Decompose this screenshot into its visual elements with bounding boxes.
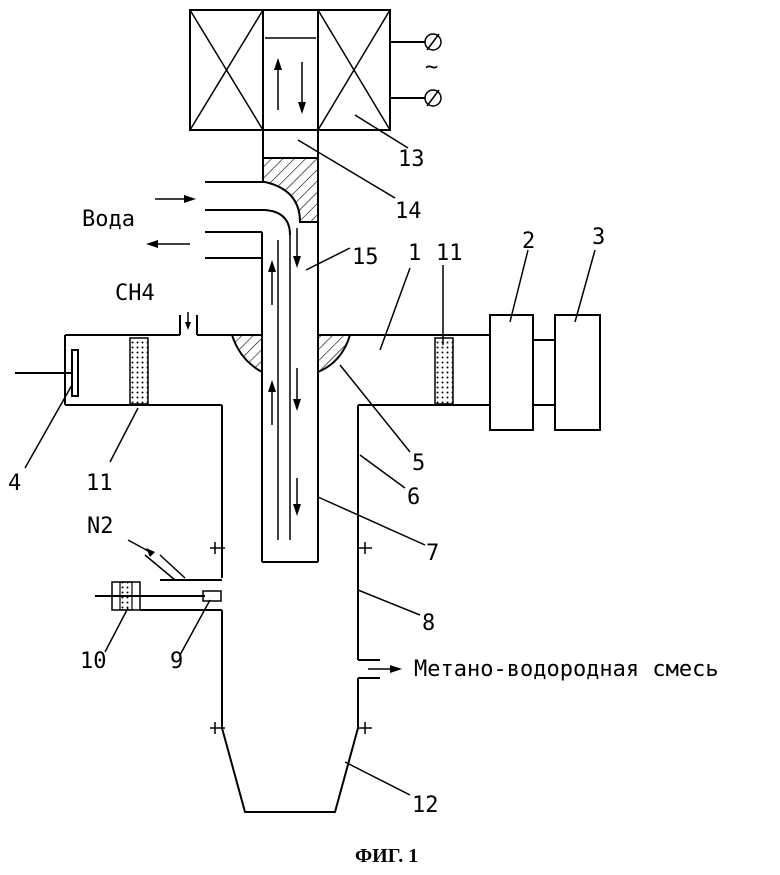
label-water: Вода	[82, 207, 135, 232]
num-11-left: 11	[86, 471, 113, 496]
num-4: 4	[8, 471, 21, 496]
blocks-2-3	[490, 315, 600, 430]
num-7: 7	[426, 541, 439, 566]
bottom-collector	[222, 728, 358, 812]
num-15: 15	[352, 245, 379, 270]
figure-caption: ФИГ. 1	[355, 845, 418, 867]
vertical-chamber	[95, 405, 402, 734]
reactor-horizontal	[15, 312, 490, 405]
num-8: 8	[422, 611, 435, 636]
num-12: 12	[412, 793, 439, 818]
num-11-right: 11	[436, 241, 463, 266]
inductor-coil	[190, 10, 441, 130]
num-3: 3	[592, 225, 605, 250]
num-10: 10	[80, 649, 107, 674]
num-13: 13	[398, 147, 425, 172]
num-1: 1	[408, 241, 421, 266]
num-9: 9	[170, 649, 183, 674]
num-5: 5	[412, 451, 425, 476]
num-6: 6	[407, 485, 420, 510]
label-ch4: CH4	[115, 281, 155, 306]
label-tilde: ~	[425, 55, 438, 80]
water-pipes	[146, 182, 290, 258]
hatched-block-14	[263, 130, 318, 222]
num-14: 14	[395, 199, 422, 224]
label-output: Метано-водородная смесь	[414, 657, 719, 682]
num-2: 2	[522, 229, 535, 254]
cooled-tube	[262, 222, 318, 562]
label-n2: N2	[87, 514, 114, 539]
